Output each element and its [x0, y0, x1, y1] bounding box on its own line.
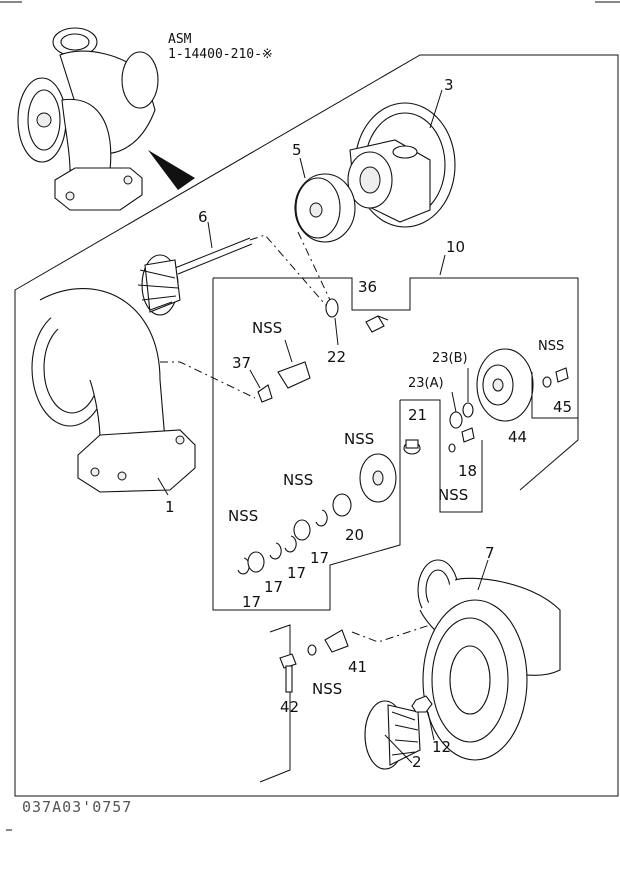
nss-label-18: NSS [438, 486, 468, 504]
nss-washer-18 [448, 443, 456, 453]
part-44-insert [476, 348, 534, 422]
part-5-seal-plate [294, 173, 356, 243]
callout-45: 45 [553, 398, 572, 416]
part-3-bearing-housing [347, 102, 456, 228]
part-1-turbine-housing [31, 288, 196, 493]
asm-label: ASM [168, 32, 192, 47]
callout-5: 5 [292, 141, 302, 159]
callout-10: 10 [446, 238, 465, 256]
nss-label-bearing1: NSS [228, 507, 258, 525]
callout-17d: 17 [310, 549, 329, 567]
part-36-bolt [365, 315, 389, 333]
part-12-nut [411, 695, 433, 713]
assembled-turbocharger-illustration [17, 27, 159, 211]
nss-label-45: NSS [538, 339, 564, 354]
callout-20: 20 [345, 526, 364, 544]
callout-36: 36 [358, 278, 377, 296]
callout-44: 44 [508, 428, 527, 446]
nss-label-1: NSS [252, 319, 282, 337]
part-45-screw [555, 367, 569, 383]
part-20-thrust-bearing [332, 493, 352, 517]
diagram-reference-number: 037A03'0757 [22, 798, 132, 816]
part-23b-washer [462, 402, 474, 418]
callout-23b: 23(B) [432, 351, 468, 366]
nss-bracket [277, 361, 311, 389]
callout-6: 6 [198, 208, 208, 226]
group-10-frame-top [213, 277, 440, 311]
assembly-arrow-icon [148, 150, 195, 190]
callout-1: 1 [165, 498, 175, 516]
part-23a-washer [449, 411, 463, 429]
callout-3: 3 [444, 76, 454, 94]
callout-17b: 17 [264, 578, 283, 596]
callout-22: 22 [327, 348, 346, 366]
callout-2: 2 [412, 753, 422, 771]
part-37-lock-plate [257, 384, 273, 403]
exploded-view-frame [14, 54, 619, 797]
callout-17c: 17 [287, 564, 306, 582]
part-22-seal-ring [325, 298, 339, 318]
part-18-screw [461, 427, 475, 443]
callout-41: 41 [348, 658, 367, 676]
part-6-turbine-shaft [137, 237, 253, 316]
callout-7: 7 [485, 544, 495, 562]
nss-label-41: NSS [312, 680, 342, 698]
callout-23a: 23(A) [408, 376, 444, 391]
part-41-lock-plate [324, 629, 349, 653]
part-7-compressor-housing [417, 559, 561, 761]
part-21-plug [403, 439, 421, 455]
nss-thrust-collar [359, 453, 397, 503]
callout-12: 12 [432, 738, 451, 756]
part-17-bearing-set [237, 509, 328, 575]
callout-18: 18 [458, 462, 477, 480]
nss-washer-45 [542, 376, 552, 388]
callout-21: 21 [408, 406, 427, 424]
callout-37: 37 [232, 354, 251, 372]
part-42-bolt [279, 653, 297, 693]
assembly-part-number: 1-14400-210-※ [168, 47, 273, 62]
callout-42: 42 [280, 698, 299, 716]
nss-washer-41 [307, 644, 317, 656]
nss-label-bearing2: NSS [283, 471, 313, 489]
nss-label-collar: NSS [344, 430, 374, 448]
callout-17a: 17 [242, 593, 261, 611]
